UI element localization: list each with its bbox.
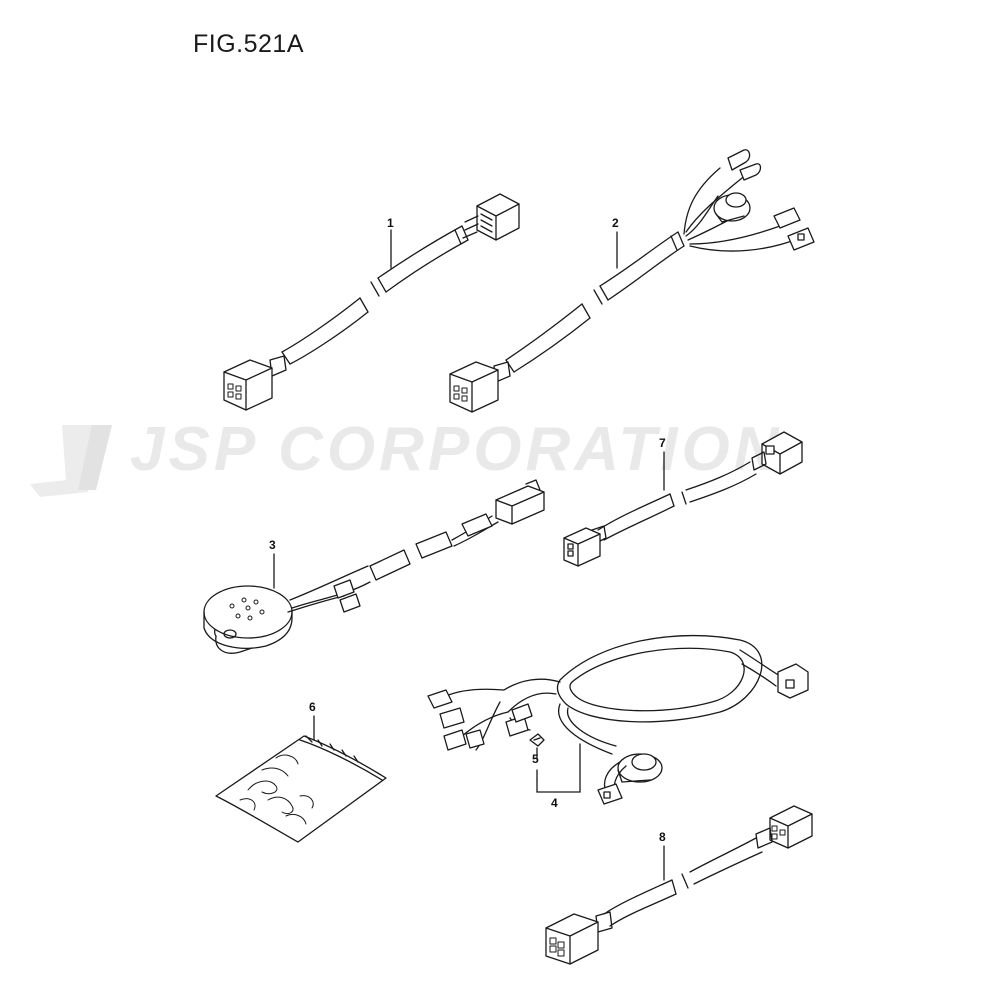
callout-1: 1	[387, 216, 394, 230]
callout-3: 3	[269, 538, 276, 552]
part-8-harness	[545, 805, 813, 965]
part-2-harness	[449, 149, 815, 413]
part-1-harness	[223, 193, 520, 411]
watermark: JSP CORPORATION	[30, 415, 783, 497]
leader-4-5	[536, 743, 581, 793]
figure-title: FIG.521A	[193, 30, 304, 58]
callout-6: 6	[309, 700, 316, 714]
callout-7: 7	[659, 436, 666, 450]
watermark-logo	[30, 425, 112, 497]
callout-4: 4	[551, 796, 558, 810]
part-7-harness	[563, 431, 803, 567]
callout-8: 8	[659, 830, 666, 844]
watermark-text: JSP CORPORATION	[130, 415, 783, 484]
part-4-harness	[427, 634, 809, 805]
callout-5: 5	[532, 752, 539, 766]
part-3-buzzer	[203, 479, 545, 654]
part-6-bag	[215, 735, 387, 843]
callout-2: 2	[612, 216, 619, 230]
